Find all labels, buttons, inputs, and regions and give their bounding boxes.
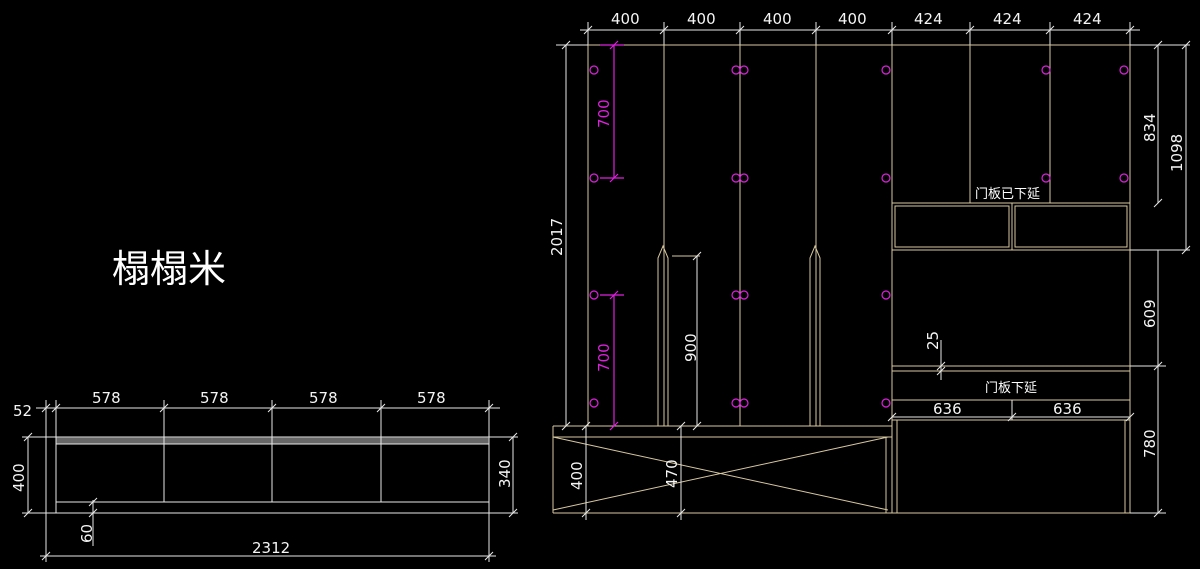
right-dim-609: 609	[1141, 299, 1159, 328]
decorative-posts	[657, 244, 821, 427]
plan-view: 52 578 578 578 578 400 340 60 2312	[10, 389, 518, 562]
hinge-dim-700-upper: 700	[595, 99, 613, 128]
elev-top-dim-7: 424	[1073, 10, 1102, 28]
plan-dim-400: 400	[10, 463, 28, 492]
drawer-dim-right: 636	[1053, 400, 1082, 418]
note-door-down: 门板下延	[985, 381, 1037, 396]
note-door-extended: 门板已下延	[975, 187, 1040, 202]
plan-dim-2312: 2312	[252, 539, 290, 557]
elev-top-dim-6: 424	[993, 10, 1022, 28]
base-dim-400: 400	[568, 461, 586, 490]
post-dim-900: 900	[682, 333, 700, 362]
plan-dim-578-1: 578	[92, 389, 121, 407]
plan-dim-578-4: 578	[417, 389, 446, 407]
plan-dim-578-3: 578	[309, 389, 338, 407]
right-dim-780: 780	[1141, 429, 1159, 458]
elev-top-dim-2: 400	[687, 10, 716, 28]
hinge-dim-700-lower: 700	[595, 343, 613, 372]
elev-top-dim-5: 424	[914, 10, 943, 28]
elev-top-dim-1: 400	[611, 10, 640, 28]
plan-dim-60: 60	[78, 524, 96, 543]
drawer-dim-left: 636	[933, 400, 962, 418]
elev-top-dim-3: 400	[763, 10, 792, 28]
hinge-markers	[589, 40, 1129, 431]
height-dim-2017: 2017	[548, 218, 566, 256]
drawing-title: 榻榻米	[112, 247, 226, 291]
plan-dim-340: 340	[496, 459, 514, 488]
shelf-dim-25: 25	[924, 331, 942, 350]
elevation-view: 400 400 400 400 424 424 424	[548, 10, 1191, 520]
base-dim-470: 470	[663, 459, 681, 488]
wardrobe-frame	[552, 44, 1131, 514]
elev-top-dim-4: 400	[838, 10, 867, 28]
right-dim-1098: 1098	[1168, 134, 1186, 172]
plan-dim-52: 52	[13, 402, 32, 420]
plan-dim-578-2: 578	[200, 389, 229, 407]
right-dim-834: 834	[1141, 113, 1159, 142]
